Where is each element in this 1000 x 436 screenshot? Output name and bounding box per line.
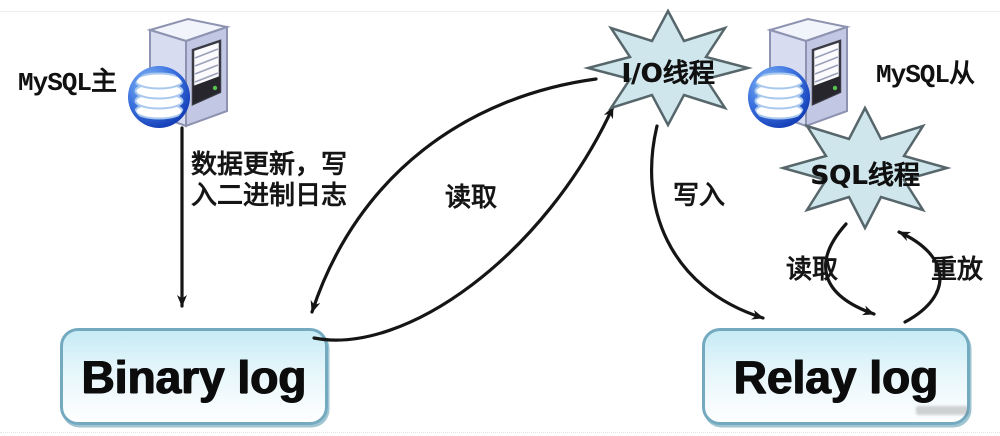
master-server-icon xyxy=(128,17,231,128)
io-read-arrow-lower xyxy=(312,105,615,342)
io-read-label: 读取 xyxy=(445,183,498,213)
sql-replay-label: 重放 xyxy=(931,255,984,285)
sql-read-label: 读取 xyxy=(786,255,839,285)
bottom-divider-line xyxy=(0,432,1000,433)
io-write-arrow xyxy=(650,124,765,320)
master-label: MySQL主 xyxy=(18,68,117,98)
top-divider-line xyxy=(0,11,1000,12)
watermark-smudge xyxy=(916,406,968,415)
binary-log-box: Binary log xyxy=(60,328,328,425)
binlog-write-note-line1: 数据更新，写 xyxy=(191,150,348,180)
database-icon xyxy=(748,66,810,128)
relay-log-box: Relay log xyxy=(702,328,970,425)
binlog-write-note: 数据更新，写 入二进制日志 xyxy=(191,150,347,212)
database-icon xyxy=(128,66,190,128)
relay-log-label: Relay log xyxy=(733,350,939,403)
binlog-write-note-line2: 入二进制日志 xyxy=(191,181,348,211)
io-thread-label: I/O线程 xyxy=(621,59,715,89)
io-write-label: 写入 xyxy=(673,181,726,211)
slave-server-icon xyxy=(748,17,851,128)
slave-label: MySQL从 xyxy=(876,60,975,90)
binary-log-label: Binary log xyxy=(81,350,307,403)
sql-thread-label: SQL线程 xyxy=(810,161,920,191)
